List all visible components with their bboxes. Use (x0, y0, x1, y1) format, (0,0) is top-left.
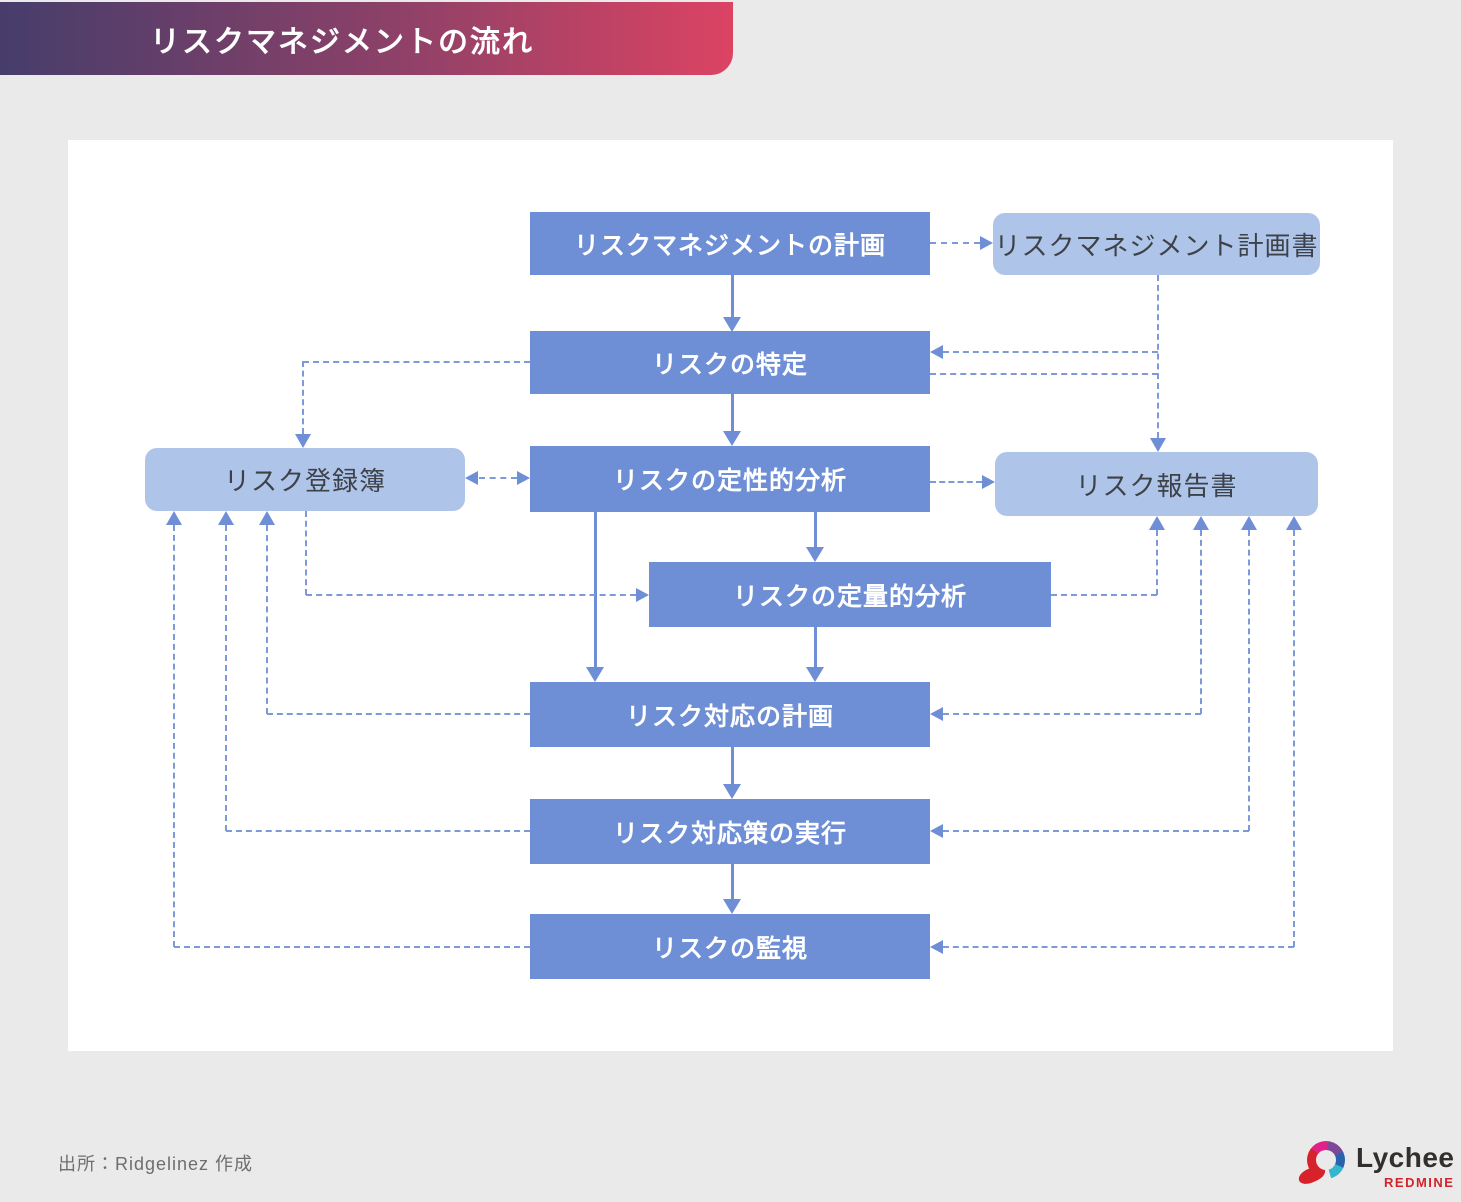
process-box-quantitative-analysis: リスクの定量的分析 (649, 562, 1051, 627)
source-credit: 出所：Ridgelinez 作成 (58, 1154, 254, 1174)
process-box-risk-response-execution: リスク対応策の実行 (530, 799, 930, 864)
logo-subtitle: REDMINE (1384, 1175, 1455, 1190)
document-box-risk-management-plan-doc: リスクマネジメント計画書 (993, 213, 1320, 275)
logo-name: Lychee (1356, 1142, 1455, 1173)
process-box-risk-response-plan: リスク対応の計画 (530, 682, 930, 747)
lychee-logo-mark-icon (1296, 1141, 1347, 1188)
header-bar: リスクマネジメントの流れ (0, 2, 733, 75)
lychee-redmine-logo: Lychee REDMINE (1296, 1141, 1455, 1190)
lychee-ring-icon (1307, 1141, 1345, 1179)
process-box-risk-identification: リスクの特定 (530, 331, 930, 394)
process-box-risk-monitoring: リスクの監視 (530, 914, 930, 979)
process-box-qualitative-analysis: リスクの定性的分析 (530, 446, 930, 512)
page-title: リスクマネジメントの流れ (150, 25, 534, 59)
document-box-risk-report: リスク報告書 (995, 452, 1318, 516)
process-box-risk-management-plan: リスクマネジメントの計画 (530, 212, 930, 275)
document-box-risk-register: リスク登録簿 (145, 448, 465, 511)
